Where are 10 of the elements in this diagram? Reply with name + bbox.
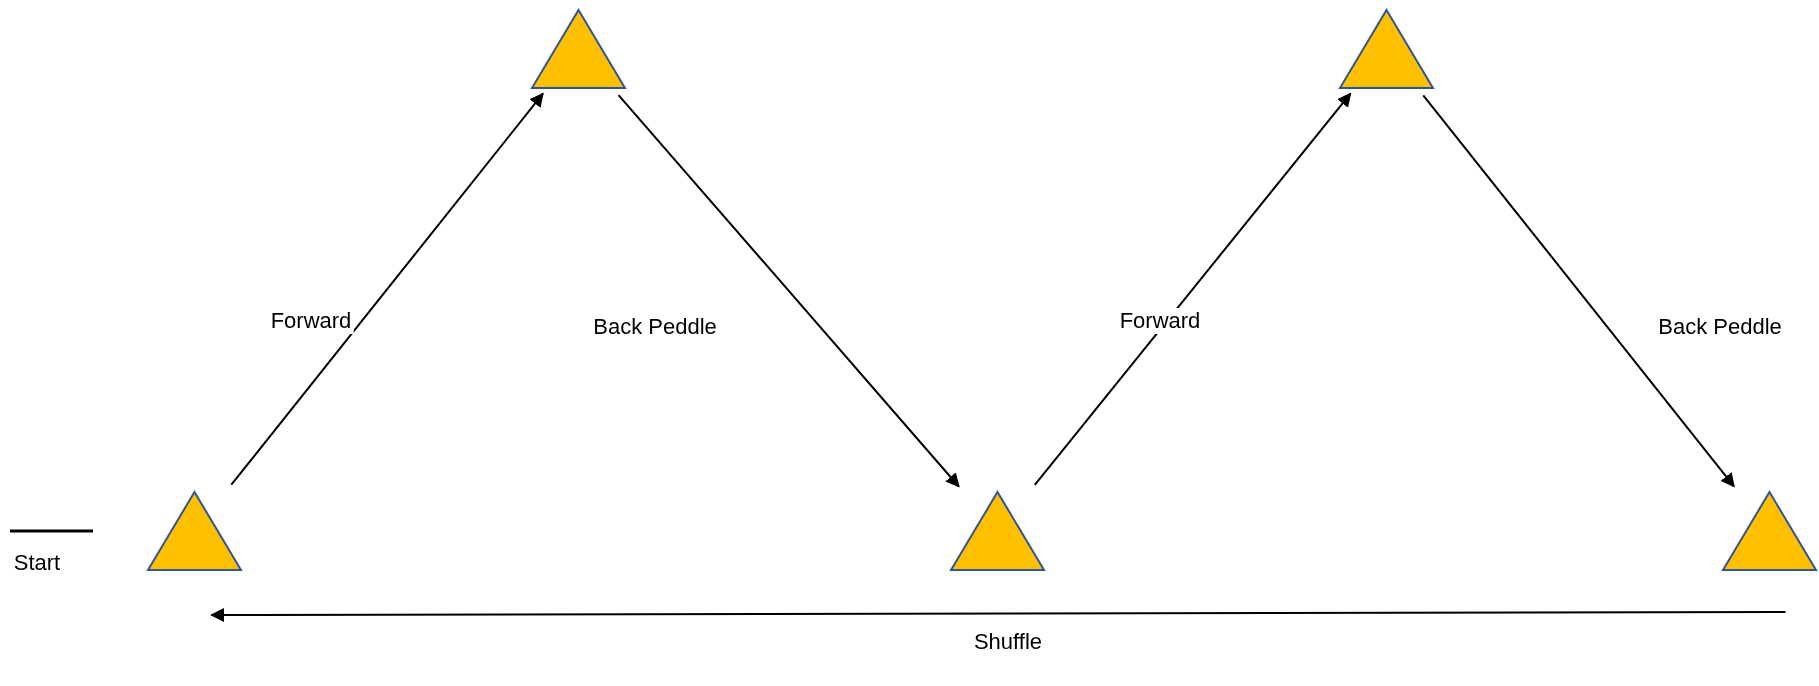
arrow (1033, 92, 1352, 486)
cone-marker (1722, 491, 1817, 571)
cone-marker (147, 491, 242, 571)
arrow (230, 92, 544, 486)
arrow (1422, 94, 1735, 488)
arrow (617, 94, 960, 488)
cone-marker (950, 491, 1045, 571)
arrow (210, 608, 1787, 622)
cone-marker (531, 9, 626, 89)
cone-marker (1339, 9, 1434, 89)
